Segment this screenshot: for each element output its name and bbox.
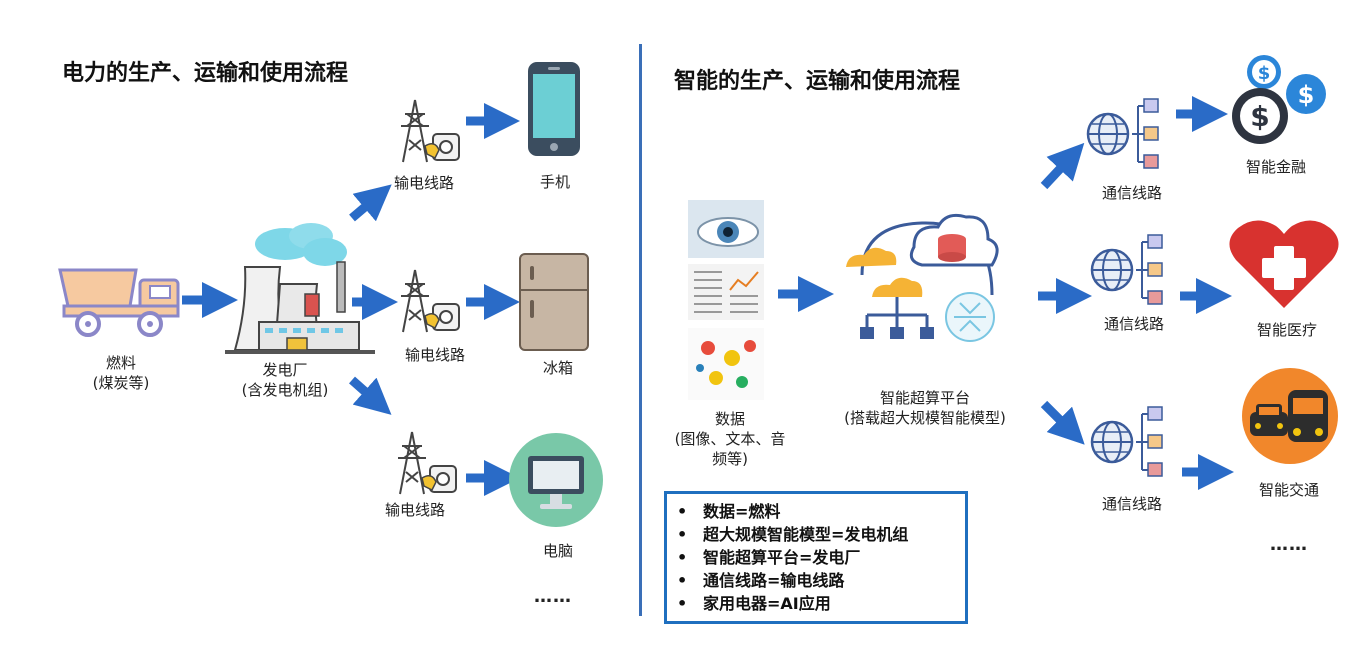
globe-network-icon [1090, 234, 1163, 305]
section-divider [639, 44, 642, 616]
arrow-platform-bottom [1040, 400, 1085, 445]
device-phone-label: 手机 [539, 173, 570, 191]
arrow-plant-top [349, 184, 392, 222]
left-arrows [182, 103, 520, 496]
svg-text:$: $ [1258, 63, 1271, 84]
legend-item: 家用电器=AI应用 [677, 592, 965, 615]
transmission-tower-icon [401, 269, 460, 333]
transmission-tower-icon [401, 99, 460, 163]
data-source-label: 数据 (图像、文本、音 频等) [670, 409, 790, 469]
transmission-line-label-3: 输电线路 [384, 501, 445, 519]
smartphone-icon [528, 62, 580, 156]
data-images-icon [688, 200, 764, 400]
legend-item: 数据=燃料 [677, 500, 965, 523]
finance-icon: $ $ $ [1232, 55, 1326, 144]
right-title: 智能的生产、运输和使用流程 [674, 69, 961, 94]
globe-network-icon [1086, 98, 1159, 169]
platform-label-line1: 智能超算平台 [879, 389, 970, 407]
legend-item: 超大规模智能模型=发电机组 [677, 523, 965, 546]
transmission-line-label-2: 输电线路 [404, 346, 465, 364]
fuel-label: 燃料 (煤炭等) [86, 353, 156, 393]
left-title: 电力的生产、运输和使用流程 [62, 61, 349, 86]
arrow-platform-top [1040, 142, 1085, 190]
right-ellipsis: …… [1270, 534, 1308, 555]
data-source-line1: 数据 [714, 410, 745, 428]
medical-heart-icon [1229, 220, 1339, 308]
computer-icon [509, 433, 603, 527]
left-ellipsis: …… [534, 586, 572, 607]
legend-item: 通信线路=输电线路 [677, 569, 965, 592]
transmission-line-label-1: 输电线路 [393, 174, 454, 192]
plant-label-line2: (含发电机组) [241, 381, 329, 399]
legend-list: 数据=燃料 超大规模智能模型=发电机组 智能超算平台=发电厂 通信线路=输电线路… [677, 500, 965, 615]
fuel-label-line1: 燃料 [105, 354, 136, 372]
svg-text:$: $ [1298, 81, 1315, 109]
data-source-line3: 频等) [712, 450, 748, 468]
app-traffic-label: 智能交通 [1258, 481, 1319, 499]
arrow-plant-bottom [349, 376, 392, 415]
device-fridge-label: 冰箱 [542, 359, 573, 377]
dump-truck-icon [58, 268, 180, 337]
svg-text:$: $ [1250, 100, 1269, 133]
legend-box: 数据=燃料 超大规模智能模型=发电机组 智能超算平台=发电厂 通信线路=输电线路… [664, 491, 968, 624]
app-medical-label: 智能医疗 [1256, 321, 1317, 339]
legend-item: 智能超算平台=发电厂 [677, 546, 965, 569]
right-arrows [778, 96, 1234, 490]
app-finance-label: 智能金融 [1245, 158, 1306, 176]
platform-label-line2: (搭载超大规模智能模型) [844, 409, 1006, 427]
traffic-icon [1242, 368, 1338, 464]
transmission-tower-icon [398, 431, 457, 495]
comm-line-label-2: 通信线路 [1103, 315, 1164, 333]
fridge-icon [519, 253, 589, 351]
data-source-line2: (图像、文本、音 [674, 430, 786, 448]
power-plant-icon [225, 223, 375, 354]
plant-label-line1: 发电厂 [262, 361, 308, 379]
plant-label: 发电厂 (含发电机组) [225, 360, 345, 400]
comm-line-label-3: 通信线路 [1101, 495, 1162, 513]
cloud-platform-icon [846, 213, 999, 342]
device-computer-label: 电脑 [542, 542, 573, 560]
comm-line-label-1: 通信线路 [1101, 184, 1162, 202]
globe-network-icon [1090, 406, 1163, 477]
fuel-label-line2: (煤炭等) [92, 374, 150, 392]
platform-label: 智能超算平台 (搭载超大规模智能模型) [830, 388, 1020, 428]
